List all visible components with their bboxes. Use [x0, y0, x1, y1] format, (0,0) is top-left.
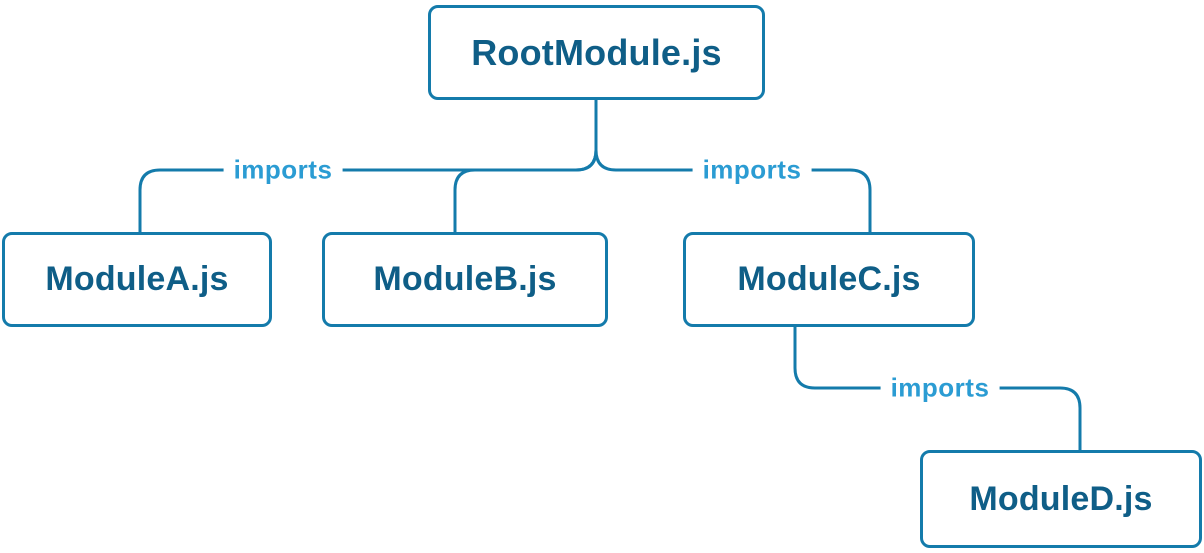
node-modulec-label: ModuleC.js	[737, 260, 921, 298]
node-modulea-label: ModuleA.js	[45, 260, 229, 298]
edge-label-imports-right: imports	[692, 154, 812, 186]
node-modulea: ModuleA.js	[2, 232, 272, 327]
node-modulec: ModuleC.js	[683, 232, 975, 327]
node-rootmodule: RootModule.js	[428, 5, 765, 100]
edge-label-imports-bottom: imports	[880, 372, 1000, 404]
edge-root-modulea	[138, 98, 598, 234]
node-moduled-label: ModuleD.js	[969, 479, 1153, 518]
node-rootmodule-label: RootModule.js	[471, 31, 722, 73]
node-moduleb-label: ModuleB.js	[373, 260, 557, 298]
edge-label-imports-left: imports	[223, 154, 343, 186]
edge-root-moduleb	[453, 98, 598, 234]
node-moduled: ModuleD.js	[920, 450, 1202, 548]
node-moduleb: ModuleB.js	[322, 232, 608, 327]
